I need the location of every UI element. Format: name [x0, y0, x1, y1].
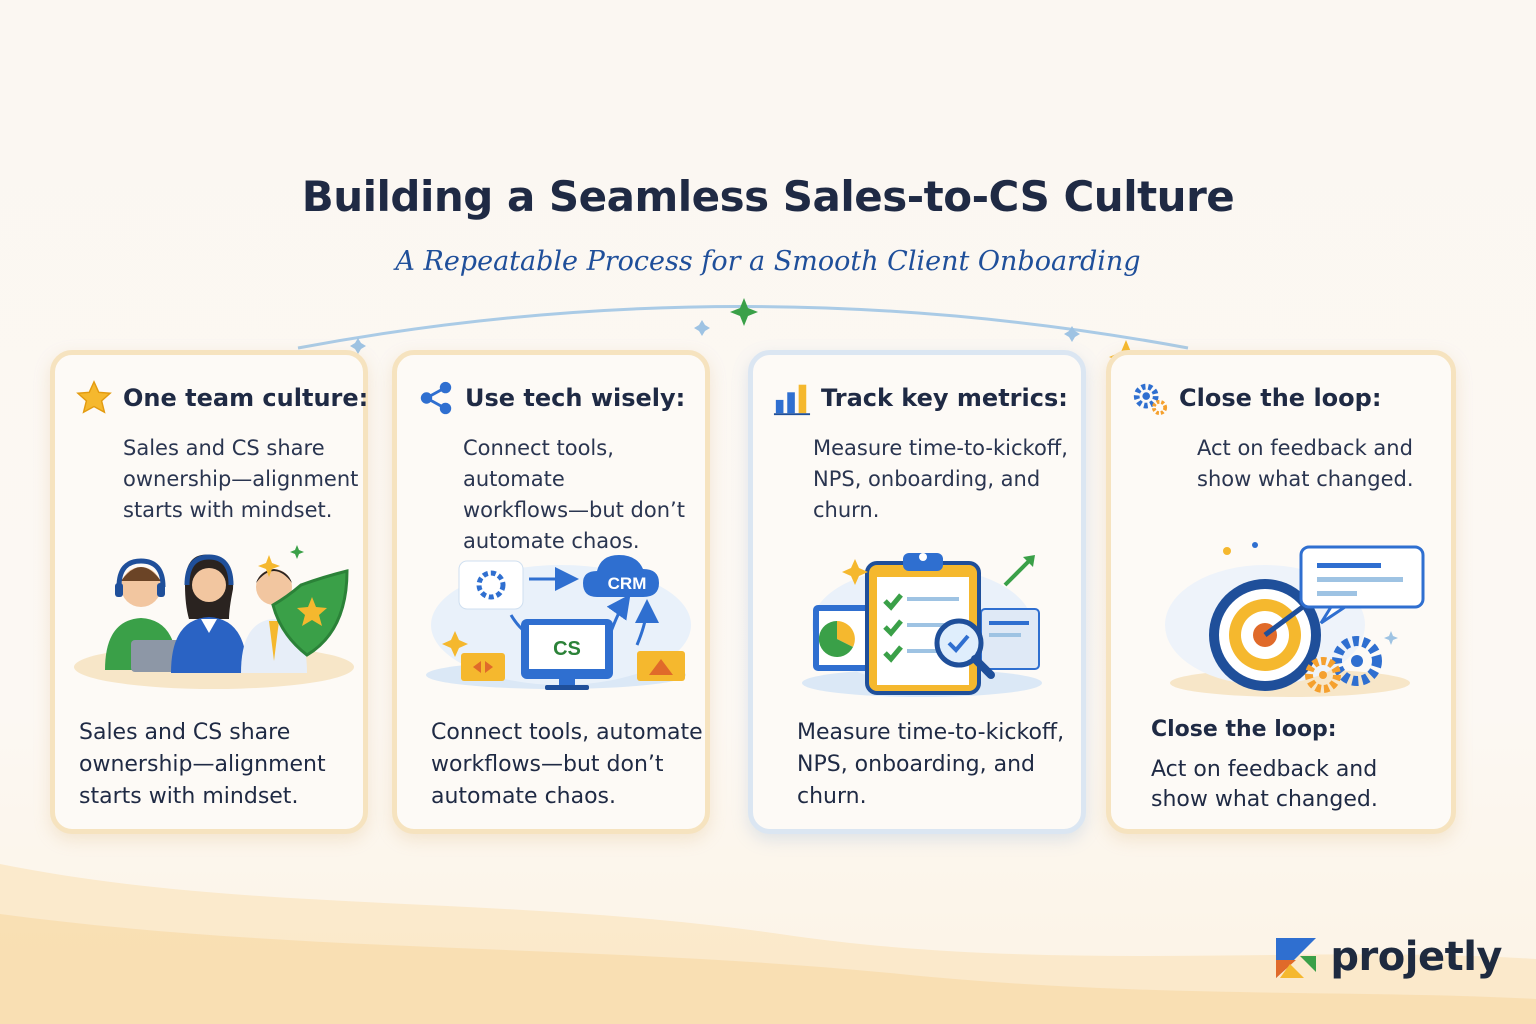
card-footer-text: Connect tools, automate workflows—but do…: [431, 720, 703, 809]
card-description: Measure time-to-kickoff, NPS, onboarding…: [813, 436, 1068, 522]
card-footer-title: Close the loop:: [1151, 717, 1337, 742]
decorative-arc: [297, 298, 1189, 374]
sparkle-icon: [730, 298, 758, 326]
star-icon: [76, 380, 112, 414]
card-description: Connect tools, automate workflows—but do…: [463, 436, 685, 553]
projetly-logo-icon: [1276, 938, 1317, 978]
tech-integration-illustration: CRM CS: [426, 555, 691, 690]
card-title: Track key metrics:: [821, 384, 1068, 412]
card-description: Act on feedback and show what changed.: [1197, 436, 1414, 491]
card-close-the-loop: Close the loop: Act on feedback and show…: [1106, 350, 1456, 834]
card-footer-text: Act on feedback and show what changed.: [1151, 757, 1378, 812]
background-wave: [0, 864, 1536, 1024]
bar-chart-icon: [773, 384, 811, 416]
crm-label: CRM: [608, 574, 647, 593]
metrics-clipboard-illustration: [802, 553, 1042, 697]
card-title: Use tech wisely:: [465, 384, 686, 412]
card-track-key-metrics: Track key metrics: Measure time-to-kicko…: [748, 350, 1086, 834]
share-nodes-icon: [420, 381, 452, 415]
cs-label: CS: [553, 638, 581, 660]
page-title: Building a Seamless Sales-to-CS Culture: [301, 172, 1235, 221]
card-footer-text: Sales and CS share ownership—alignment s…: [79, 720, 326, 809]
brand-name: projetly: [1330, 934, 1502, 980]
card-description: Sales and CS share ownership—alignment s…: [123, 436, 359, 522]
card-title: Close the loop:: [1179, 384, 1382, 412]
feedback-target-illustration: [1165, 542, 1425, 697]
brand-logo: projetly: [1272, 934, 1502, 980]
team-illustration: [74, 545, 354, 689]
page-subtitle: A Repeatable Process for a Smooth Client…: [395, 246, 1141, 277]
card-use-tech-wisely: Use tech wisely: Connect tools, automate…: [392, 350, 710, 834]
card-footer-text: Measure time-to-kickoff, NPS, onboarding…: [797, 720, 1065, 809]
gears-icon: [1133, 383, 1168, 416]
card-one-team-culture: One team culture: Sales and CS share own…: [50, 350, 368, 834]
card-title: One team culture:: [123, 384, 369, 412]
